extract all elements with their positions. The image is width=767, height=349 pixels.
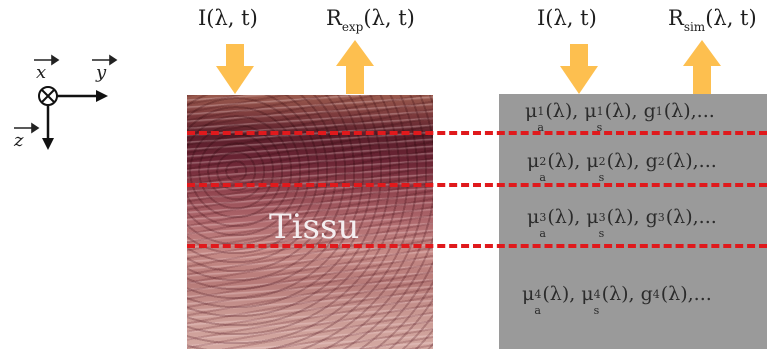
measured-incident-arrow <box>216 44 254 94</box>
x-axis-label: x <box>36 62 47 83</box>
tissue-image: Tissu <box>187 95 433 349</box>
x-vector-head <box>51 54 60 66</box>
tissue-texture <box>187 95 433 349</box>
y-axis-label: y <box>96 62 107 83</box>
layer-boundary-2 <box>187 183 767 187</box>
simulated-incident-label: I(λ, t) <box>537 6 597 30</box>
layer-boundary-3 <box>187 244 767 248</box>
measured-reflected-label: Rexp(λ, t) <box>326 6 415 35</box>
measured-incident-label: I(λ, t) <box>198 6 258 30</box>
y-axis-head <box>96 90 108 102</box>
measured-reflected-arrow <box>336 40 374 94</box>
flux-arrows <box>216 40 721 94</box>
simulated-incident-arrow <box>560 44 598 94</box>
z-axis-head <box>42 138 54 150</box>
layer-boundary-1 <box>187 131 767 135</box>
axes-svg <box>14 54 118 150</box>
simulation-panel <box>499 94 767 349</box>
simulated-reflected-arrow <box>683 40 721 94</box>
z-vector-head <box>31 122 40 134</box>
y-vector-head <box>109 54 118 66</box>
tissue-label: Tissu <box>269 207 360 247</box>
z-axis-label: z <box>14 130 24 151</box>
simulated-reflected-label: Rsim(λ, t) <box>668 6 757 35</box>
